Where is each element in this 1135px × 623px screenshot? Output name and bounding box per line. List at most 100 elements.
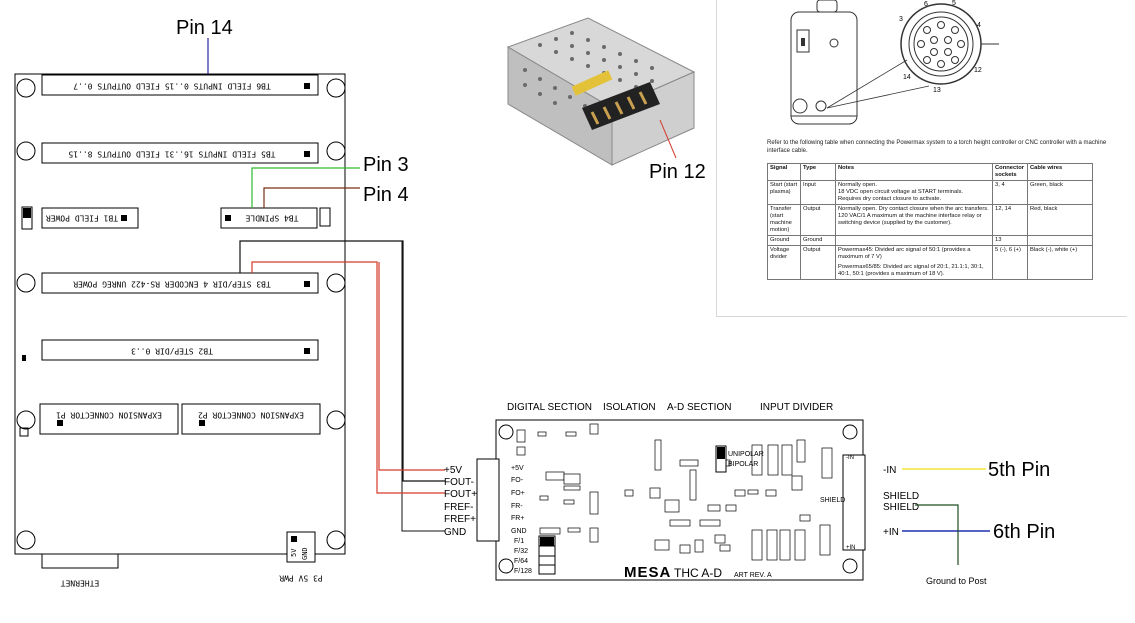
board-7i76: TB6 FIELD INPUTS 0..15 FIELD OUTPUTS 0..… (14, 73, 346, 588)
inner-label: FO+ (511, 490, 525, 497)
socket-number: 3 (899, 16, 903, 23)
col-type: Type (800, 163, 836, 181)
mount-hole (326, 273, 346, 293)
inner-label: FR- (511, 503, 523, 510)
cell-notes: Normally open. Dry contact closure when … (835, 204, 993, 236)
fout-plus-wire (251, 261, 445, 494)
mount-hole (326, 78, 346, 98)
cell-wires: Black (-), white (+) (1027, 245, 1093, 280)
terminal-tb4: TB4 SPINDLE (220, 207, 318, 229)
mesa-logo: MESA (624, 564, 671, 581)
socket-number: 5 (952, 0, 956, 7)
tb5-label: TB5 FIELD INPUTS 16..31 FIELD OUTPUTS 8.… (68, 150, 275, 159)
section-input-divider: INPUT DIVIDER (760, 402, 833, 413)
callout-pin14: Pin 14 (176, 17, 233, 39)
pin12-pointer (659, 119, 677, 159)
expansion-p1: EXPANSION CONNECTOR P1 (39, 403, 179, 435)
cell-sockets: 13 (992, 235, 1028, 246)
doc-intro: Refer to the following table when connec… (767, 140, 1107, 154)
mount-hole (16, 410, 36, 430)
mount-hole (326, 530, 346, 550)
table-row: Ground Ground 13 (767, 235, 1093, 246)
right-inner-label: -IN (846, 455, 854, 461)
cell-type: Ground (800, 235, 836, 246)
cell-wires: Red, black (1027, 204, 1093, 236)
term-5v: +5V (444, 465, 462, 476)
cell-wires: Green, black (1027, 180, 1093, 205)
mode-bipolar: BIPOLAR (728, 461, 758, 468)
mount-hole (842, 424, 858, 440)
fout-minus-wire (239, 240, 445, 482)
mount-hole (16, 273, 36, 293)
note-line: 120 VAC/1 A maximum at the machine inter… (838, 213, 982, 226)
section-isolation: ISOLATION (603, 402, 656, 413)
socket-number: 14 (903, 74, 911, 81)
inner-label: +5V (511, 465, 524, 472)
table-row: Transfer (start machine motion) Output N… (767, 204, 1093, 236)
cell-sockets: 12, 14 (992, 204, 1028, 236)
section-ad: A-D SECTION (667, 402, 731, 413)
note-line: Powermax45: Divided arc signal of 50:1 (… (838, 247, 971, 260)
note-line: 18 VDC open circuit voltage at START ter… (838, 189, 964, 195)
term-fout-plus: FOUT+ (444, 489, 477, 500)
p3-pin-gnd: GND (301, 547, 309, 560)
term-shield-1: SHIELD (883, 491, 919, 502)
term-fref-plus: FREF+ (444, 514, 476, 525)
term-plus-in: +IN (883, 527, 899, 538)
cell-sockets: 3, 4 (992, 180, 1028, 205)
terminal-tb3: TB3 STEP/DIR 4 ENCODER RS-422 UNREG POWE… (41, 272, 319, 294)
mount-hole (16, 78, 36, 98)
col-wires: Cable wires (1027, 163, 1093, 181)
mount-hole (498, 424, 514, 440)
powermax-doc-panel: 6 5 3 4 12 14 13 Refer to the following … (716, 0, 1127, 317)
terminal-tb6: TB6 FIELD INPUTS 0..15 FIELD OUTPUTS 0..… (41, 74, 319, 96)
p3-pin-5v: 5V (290, 548, 298, 557)
freq-label: F/32 (514, 548, 528, 555)
tb4-label: TB4 SPINDLE (245, 214, 298, 223)
table-row: Voltage divider Output Powermax45: Divid… (767, 245, 1093, 280)
cell-notes: Normally open. 18 VDC open circuit volta… (835, 180, 993, 205)
cell-signal: Transfer (start machine motion) (767, 204, 801, 236)
mount-hole (16, 141, 36, 161)
note-line: Normally open. (838, 182, 877, 188)
p2-label: EXPANSION CONNECTOR P2 (198, 411, 304, 420)
cell-sockets: 5 (-), 6 (+) (992, 245, 1028, 280)
freq-label: F/128 (514, 568, 532, 575)
socket-number: 12 (974, 67, 982, 74)
gnd-wire (401, 241, 445, 532)
cell-notes (835, 235, 993, 246)
thc-components (516, 423, 833, 561)
table-row: Start (start plasma) Input Normally open… (767, 180, 1093, 205)
pin4-wire (263, 187, 360, 208)
right-inner-label: +IN (846, 545, 856, 551)
tb3-label: TB3 STEP/DIR 4 ENCODER RS-422 UNREG POWE… (73, 280, 271, 289)
socket-number: 6 (924, 1, 928, 8)
terminal-tb1: TB1 FIELD POWER (41, 207, 139, 229)
col-notes: Notes (835, 163, 993, 181)
note-line: Normally open. Dry contact closure when … (838, 206, 989, 212)
terminal-tb2: TB2 STEP/DIR 0..3 (41, 339, 319, 361)
mount-hole (326, 141, 346, 161)
callout-pin6: 6th Pin (993, 521, 1055, 543)
signal-table: Signal Type Notes Connector sockets Cabl… (767, 163, 1093, 280)
callout-pin5: 5th Pin (988, 459, 1050, 481)
ground-to-post: Ground to Post (926, 576, 987, 586)
callout-pin4: Pin 4 (363, 184, 409, 206)
mount-hole (842, 558, 858, 574)
note-line: Powermax65/85: Divided arc signal of 20:… (838, 264, 984, 277)
ethernet-label: ETHERNET (61, 579, 100, 588)
tb1-label: TB1 FIELD POWER (46, 214, 118, 223)
rev-label: ART REV. A (734, 572, 772, 579)
table-header-row: Signal Type Notes Connector sockets Cabl… (767, 163, 1093, 181)
terminal-tb5: TB5 FIELD INPUTS 16..31 FIELD OUTPUTS 8.… (41, 142, 319, 164)
note-line: Requires dry contact closure to activate… (838, 196, 942, 202)
socket-number: 4 (977, 22, 981, 29)
freq-label: F/64 (514, 558, 528, 565)
term-fout-minus: FOUT- (444, 477, 474, 488)
cell-type: Input (800, 180, 836, 205)
5v-wire (378, 262, 445, 471)
shield-wire (915, 504, 959, 565)
cell-signal: Voltage divider (767, 245, 801, 280)
mount-hole (16, 530, 36, 550)
